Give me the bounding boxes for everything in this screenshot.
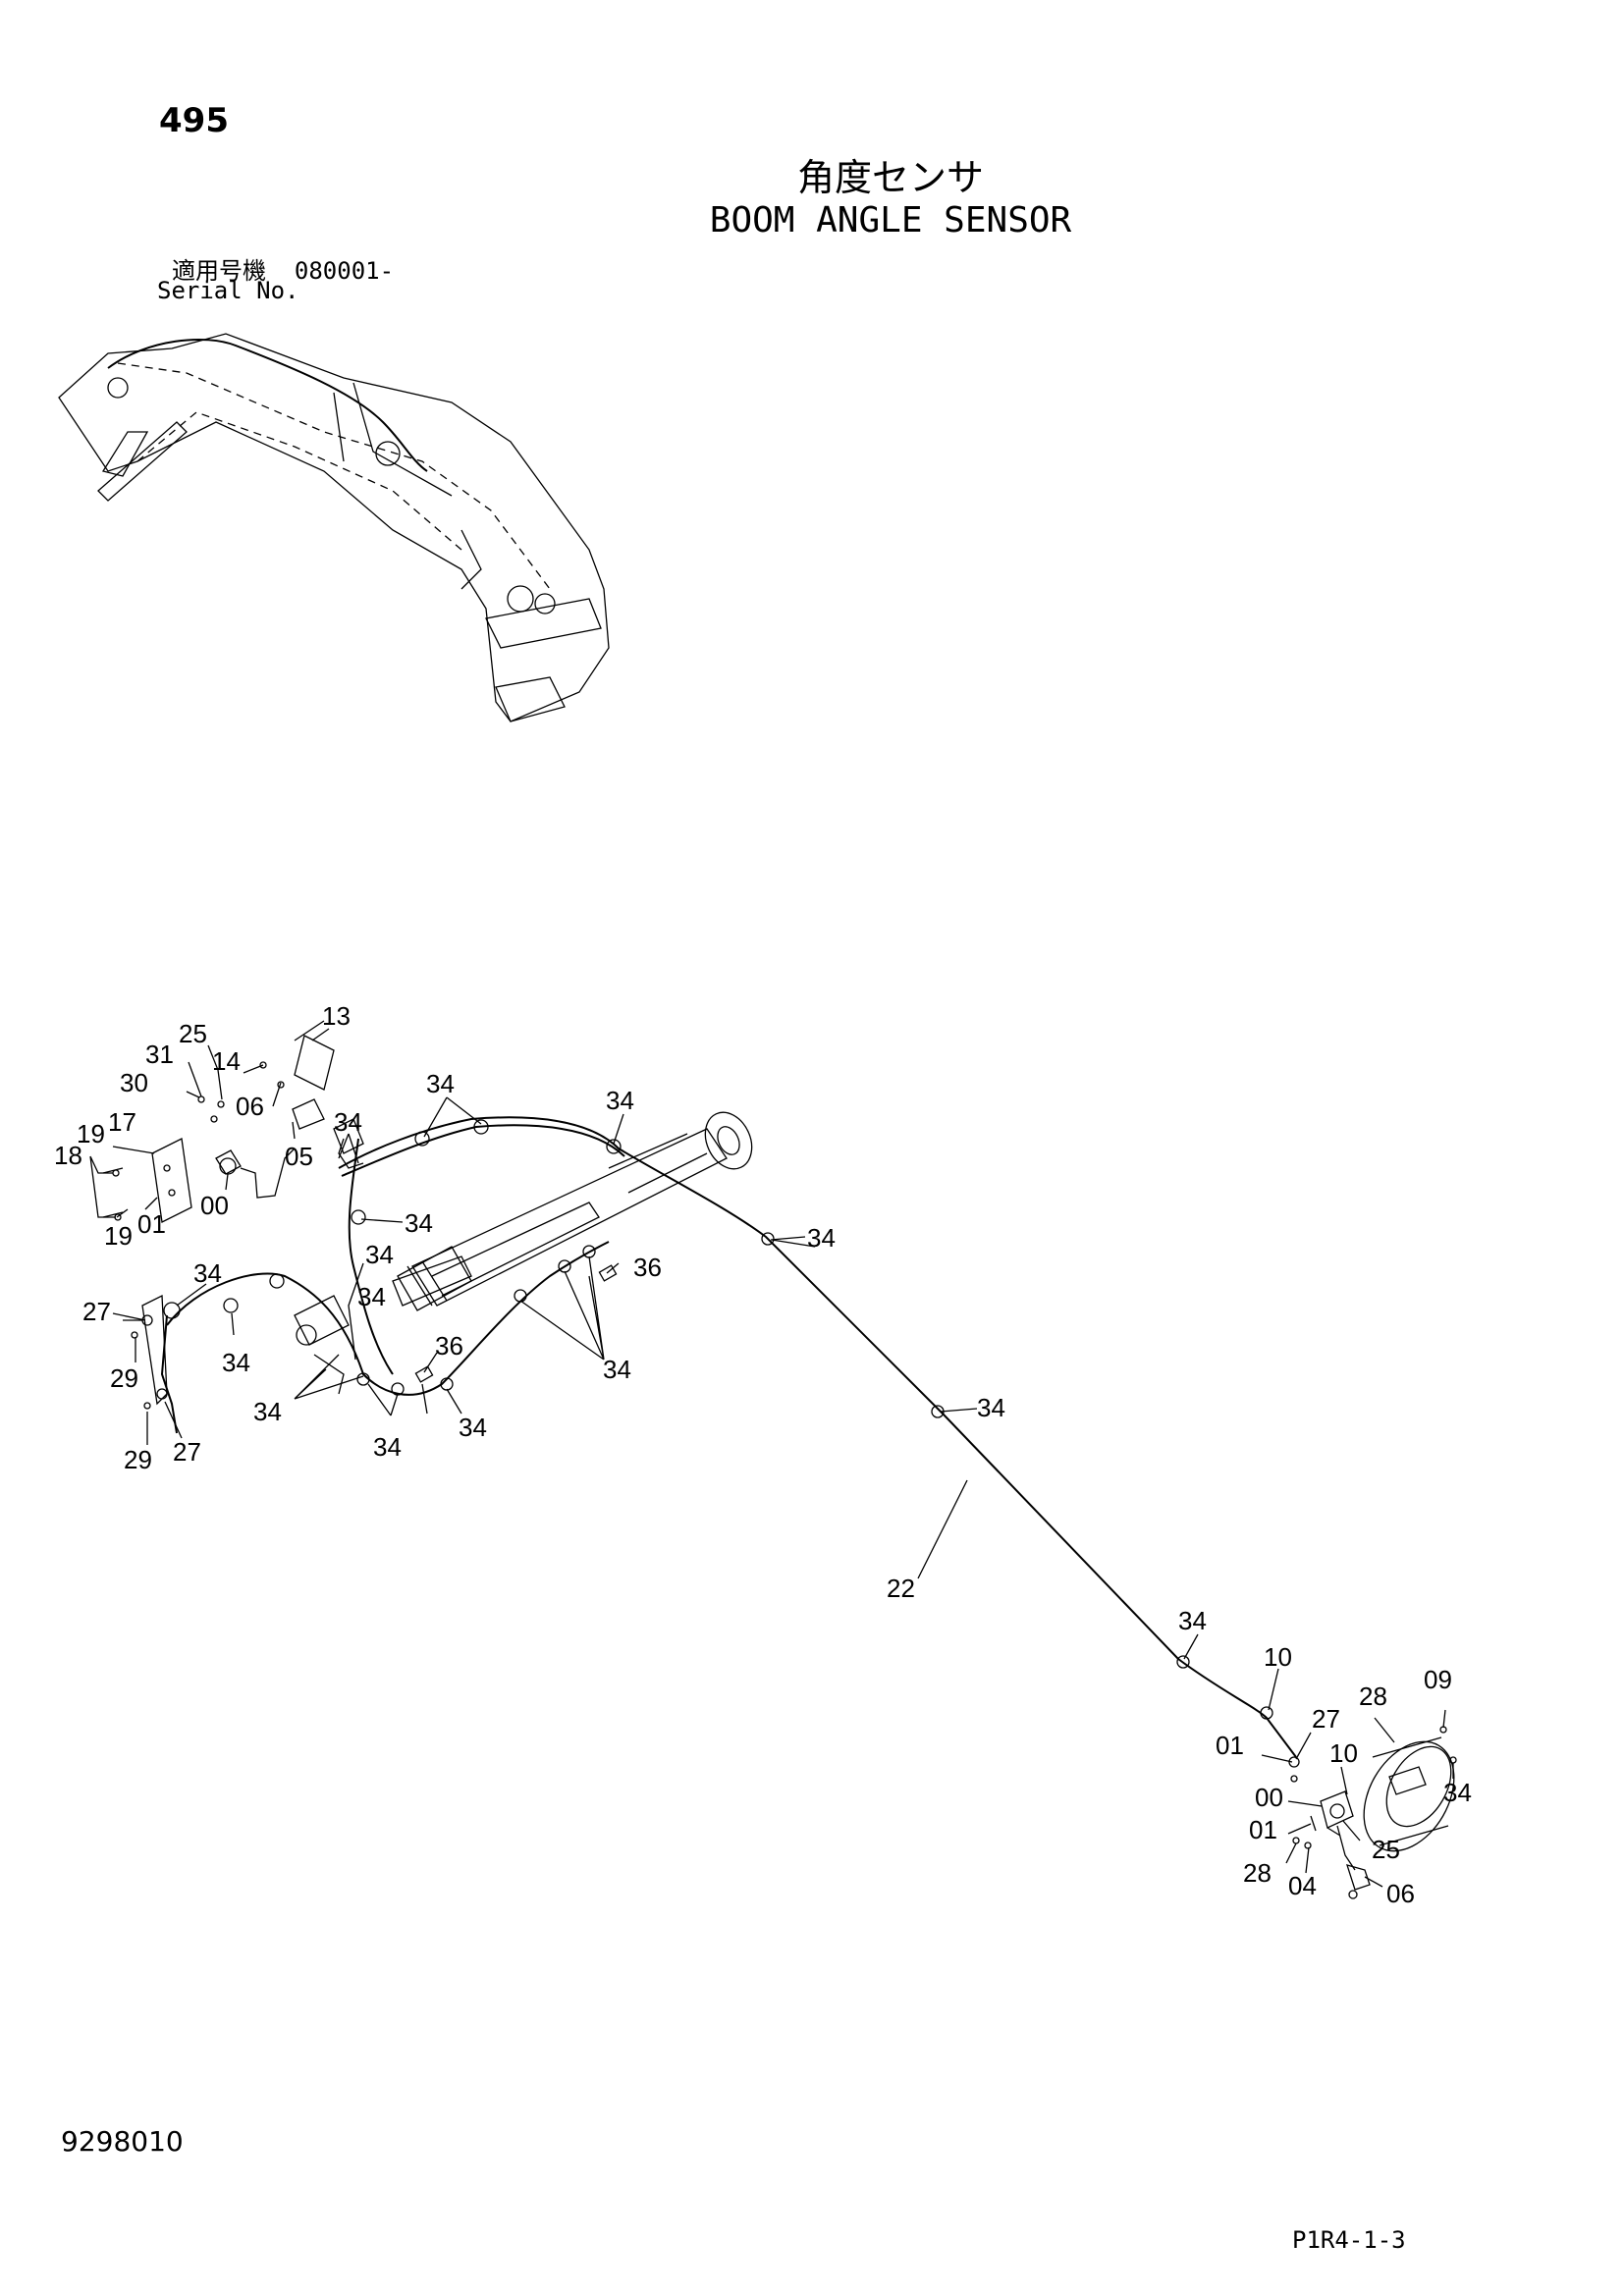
callout-27: 27: [82, 1297, 111, 1326]
leader-lines: [89, 1028, 1454, 1888]
callout-34: 34: [603, 1355, 631, 1384]
callout-01: 10: [1329, 1738, 1358, 1768]
callout-34: 10: [1264, 1642, 1292, 1672]
callout-34: 34: [193, 1258, 222, 1288]
callout-14: 14: [212, 1046, 241, 1076]
callout-34: 00: [1255, 1783, 1283, 1812]
callout-36: 36: [633, 1253, 662, 1282]
callout-34: 34: [405, 1208, 433, 1238]
callout-06: 06: [236, 1092, 264, 1121]
boom-overview-sketch: [58, 333, 610, 722]
callout-04: 06: [1386, 1879, 1415, 1908]
callout-09: 28: [1359, 1682, 1387, 1711]
callout-00: 00: [200, 1191, 229, 1220]
sensor-assembly-boom-foot: [102, 1020, 364, 1223]
callout-34: 34: [334, 1107, 362, 1137]
title-japanese: 角度センサ: [796, 156, 984, 199]
callout-27: 27: [173, 1437, 201, 1467]
callout-19: 19: [104, 1221, 133, 1251]
callout-34: 34: [807, 1223, 836, 1253]
callout-27: 01: [1216, 1731, 1244, 1760]
callout-28: 04: [1288, 1871, 1317, 1900]
page-number: 495: [159, 101, 229, 140]
callout-34: 34: [365, 1240, 394, 1269]
callout-34: 34: [459, 1413, 487, 1442]
callout-01: 25: [1372, 1835, 1400, 1864]
serial-label-english: Serial No.: [157, 277, 299, 304]
callout-05: 05: [285, 1142, 313, 1171]
callout-34: 34: [253, 1397, 282, 1426]
callout-18: 18: [54, 1141, 82, 1170]
sensor-assembly-arm-end: [1288, 1726, 1457, 1899]
callout-29: 29: [124, 1445, 152, 1474]
callout-25: 28: [1243, 1858, 1272, 1888]
document-number: 9298010: [61, 2125, 184, 2158]
callout-25: 25: [179, 1019, 207, 1048]
callout-31: 31: [145, 1040, 174, 1069]
main-harness: [160, 1111, 1297, 1758]
callout-34: 34: [606, 1086, 634, 1115]
callout-13: 13: [322, 1001, 351, 1031]
callout-28: 27: [1312, 1704, 1340, 1734]
title-english: BOOM ANGLE SENSOR: [709, 200, 1072, 240]
callout-29: 29: [110, 1363, 138, 1393]
callout-34: 34: [357, 1282, 386, 1311]
callout-17: 17: [108, 1107, 136, 1137]
callout-labels: 13 25 31 14 30 06 34 34 34 19 17 18 00 0…: [54, 1001, 1472, 1908]
callout-36: 36: [435, 1331, 463, 1361]
reference-code: P1R4-1-3: [1292, 2226, 1406, 2254]
callout-01: 01: [137, 1209, 166, 1239]
callout-10: 09: [1424, 1665, 1452, 1694]
serial-value: 080001-: [294, 257, 395, 285]
callout-30: 30: [120, 1068, 148, 1097]
callout-34: 34: [1178, 1606, 1207, 1635]
callout-22: 22: [887, 1574, 915, 1603]
serial-applicability: 適用号機 080001-: [172, 251, 394, 286]
callout-34: 34: [426, 1069, 455, 1098]
callout-10: 34: [1443, 1778, 1472, 1807]
callout-34: 34: [977, 1393, 1005, 1422]
serial-label-japanese: 適用号機: [172, 257, 266, 285]
callout-19: 19: [77, 1119, 105, 1148]
callout-00: 01: [1249, 1815, 1277, 1844]
callout-34: 34: [222, 1348, 250, 1377]
callout-34: 34: [373, 1432, 402, 1462]
lower-left-bracket: [123, 1294, 168, 1410]
